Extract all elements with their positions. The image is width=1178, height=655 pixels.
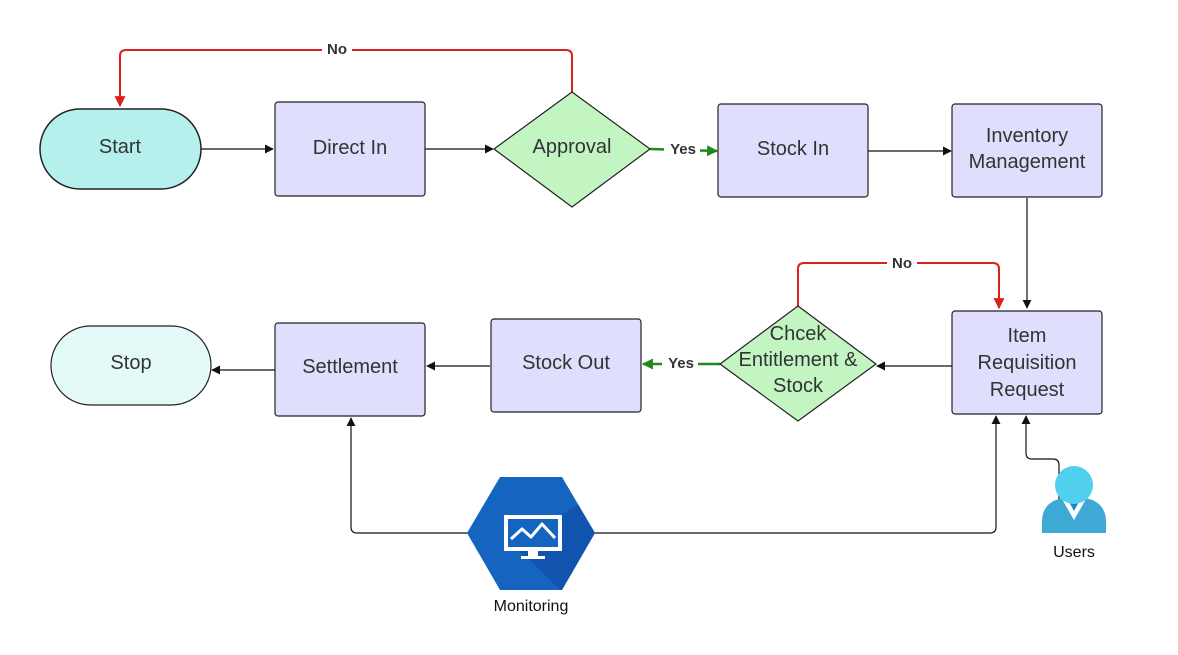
node-stop-label: Stop <box>110 352 151 374</box>
edge-label-approval-yes: Yes <box>670 141 696 158</box>
node-approval-label: Approval <box>533 136 612 158</box>
node-stock-in-label: Stock In <box>757 138 829 160</box>
node-stock-in: Stock In <box>717 103 869 198</box>
edge-approval-no <box>114 49 573 108</box>
node-item-requisition: Item Requisition Request <box>951 310 1103 415</box>
node-check-label-line-3: Stock <box>773 375 824 397</box>
node-stock-out: Stock Out <box>490 318 642 413</box>
node-requisition-label-line-2: Requisition <box>978 352 1077 374</box>
node-direct-in: Direct In <box>274 101 426 197</box>
node-inventory-label-line-1: Inventory <box>986 125 1068 147</box>
node-settlement: Settlement <box>274 322 426 417</box>
node-stop: Stop <box>50 325 212 406</box>
node-stock-out-label: Stock Out <box>522 352 610 374</box>
node-approval: Approval <box>493 91 651 208</box>
edge-monitoring-to-settlement <box>346 417 468 534</box>
edge-users-to-requisition <box>1021 415 1060 500</box>
edge-label-check-yes: Yes <box>668 355 694 372</box>
edge-monitoring-to-requisition <box>594 415 1001 534</box>
monitoring-label: Monitoring <box>494 598 569 615</box>
node-check-entitlement-stock: Chcek Entitlement & Stock <box>719 305 877 422</box>
node-direct-in-label: Direct In <box>313 137 387 159</box>
node-start-label: Start <box>99 136 142 158</box>
node-check-label-line-1: Chcek <box>770 323 828 345</box>
node-check-label-line-2: Entitlement & <box>739 349 859 371</box>
node-inventory-label-line-2: Management <box>969 151 1086 173</box>
users-label: Users <box>1053 544 1095 561</box>
node-settlement-label: Settlement <box>302 356 398 378</box>
node-requisition-label-line-1: Item <box>1008 325 1047 347</box>
monitoring-icon <box>467 477 595 590</box>
users-icon <box>1042 466 1106 533</box>
node-inventory-management: Inventory Management <box>951 103 1103 198</box>
edge-labels: No Yes No Yes <box>322 40 917 372</box>
edge-label-check-no: No <box>892 255 912 272</box>
node-start: Start <box>39 108 202 190</box>
edge-label-approval-no: No <box>327 41 347 58</box>
node-requisition-label-line-3: Request <box>990 379 1065 401</box>
